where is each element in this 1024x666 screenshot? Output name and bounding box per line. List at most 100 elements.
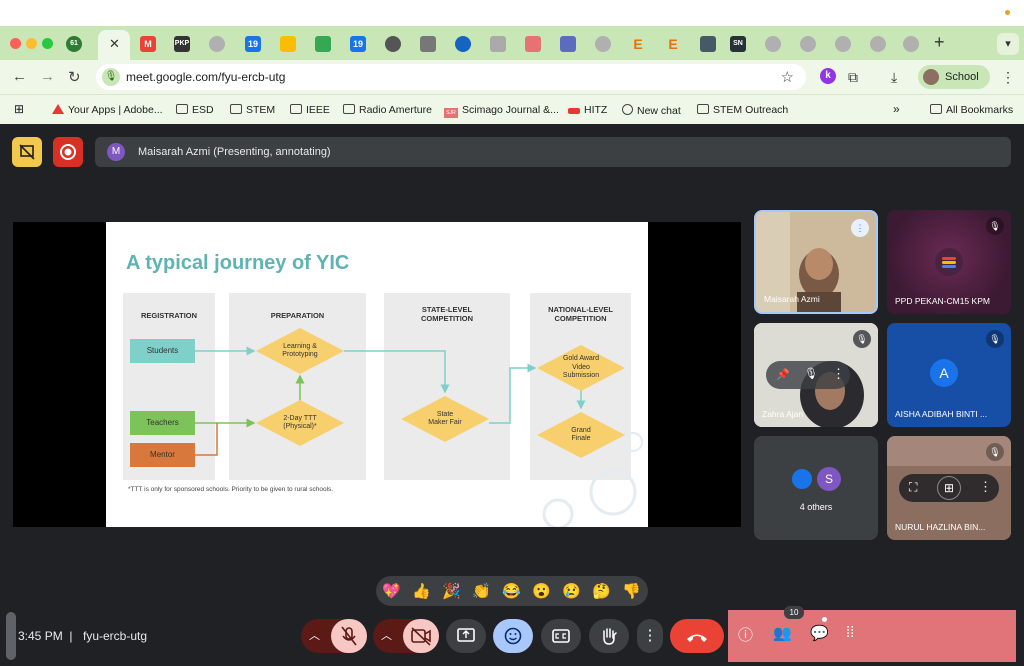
people-icon[interactable]: 👥 xyxy=(773,625,792,642)
browser-menu-icon[interactable]: ⋮ xyxy=(1001,69,1015,85)
participant-tile-ppd[interactable]: 🎙 PPD PEKAN-CM15 KPM xyxy=(887,210,1011,314)
reaction-thumbs-up[interactable]: 👍 xyxy=(412,583,431,600)
tab-globe-icon[interactable] xyxy=(209,36,225,52)
apps-grid-icon[interactable]: ⊞ xyxy=(14,102,25,116)
chat-icon[interactable]: 💬 xyxy=(810,625,829,642)
raise-hand-button[interactable] xyxy=(589,619,629,653)
tab-chatgpt-icon[interactable] xyxy=(385,36,401,52)
address-bar[interactable]: 🎙 meet.google.com/fyu-ercb-utg ☆ xyxy=(96,64,806,90)
reload-icon[interactable]: ↻ xyxy=(68,69,81,86)
tab-etsy-2-icon[interactable]: E xyxy=(668,36,678,52)
bookmarks-overflow-icon[interactable]: » xyxy=(893,102,900,116)
participant-tile-maisarah[interactable]: ⋮ Maisarah Azmi xyxy=(754,210,878,314)
bookmark-newchat[interactable]: New chat xyxy=(622,104,681,117)
tab-calendar-icon[interactable]: 19 xyxy=(245,36,261,52)
recording-button[interactable] xyxy=(53,137,83,167)
activities-grid-icon[interactable]: ⁞⁞ xyxy=(846,624,855,641)
tab-search-chevron-icon[interactable]: ▾ xyxy=(997,33,1019,55)
reactions-button[interactable] xyxy=(493,619,533,653)
bookmark-esd[interactable]: ESD xyxy=(176,104,214,116)
tab-sheets-icon[interactable] xyxy=(280,36,296,52)
tab-pkp-icon[interactable]: PKP xyxy=(174,36,190,52)
tab-hitz-icon[interactable] xyxy=(525,36,541,52)
chatgpt-icon xyxy=(622,104,633,115)
dock-handle[interactable] xyxy=(6,612,16,660)
os-top-strip xyxy=(0,0,1024,26)
extension-k-icon[interactable]: k xyxy=(820,68,836,84)
bookmark-hitz[interactable]: HITZ xyxy=(568,104,607,116)
profile-chip[interactable]: School xyxy=(918,65,990,89)
presentation-slide: A typical journey of YIC REGISTRATION PR… xyxy=(106,222,648,527)
tab-globe-5-icon[interactable] xyxy=(835,36,851,52)
tab-globe-7-icon[interactable] xyxy=(903,36,919,52)
participant-tile-zahra[interactable]: 📌 🎙 ⋮ 🎙 Zahra Ajan xyxy=(754,323,878,427)
pin-icon[interactable]: 📌 xyxy=(776,369,790,381)
mic-off-button[interactable] xyxy=(331,619,367,653)
column-header: REGISTRATION xyxy=(140,311,198,320)
tab-meet-active[interactable]: ✕ xyxy=(98,30,130,60)
more-options-icon[interactable]: ⋮ xyxy=(832,366,845,381)
stop-captions-button[interactable] xyxy=(12,137,42,167)
reaction-surprised[interactable]: 😮 xyxy=(532,583,551,600)
tab-people-icon[interactable] xyxy=(700,36,716,52)
bookmark-adobe[interactable]: Your Apps | Adobe... xyxy=(52,104,163,116)
tab-globe-3-icon[interactable] xyxy=(765,36,781,52)
meeting-info-icon[interactable]: ⓘ xyxy=(738,627,754,644)
url-text[interactable]: meet.google.com/fyu-ercb-utg xyxy=(126,70,286,84)
bookmark-radio[interactable]: Radio Amerture xyxy=(343,104,432,116)
tab-globe-6-icon[interactable] xyxy=(870,36,886,52)
participant-tile-aisha[interactable]: A 🎙 AISHA ADIBAH BINTI ... xyxy=(887,323,1011,427)
extensions-puzzle-icon[interactable]: ⧉ xyxy=(848,69,858,85)
tab-globe-4-icon[interactable] xyxy=(800,36,816,52)
participant-tile-nurul[interactable]: ⛶ ⊞ ⋮ 🎙 NURUL HAZLINA BIN... xyxy=(887,436,1011,540)
reaction-thinking[interactable]: 🤔 xyxy=(592,583,611,600)
camera-off-button[interactable] xyxy=(403,619,439,653)
captions-button[interactable] xyxy=(541,619,581,653)
frame-icon[interactable]: ⛶ xyxy=(909,480,918,494)
add-to-screen-icon[interactable]: ⊞ xyxy=(937,476,961,500)
mute-participant-icon[interactable]: 🎙 xyxy=(804,368,818,380)
close-window-icon[interactable] xyxy=(10,38,21,49)
bookmark-all[interactable]: All Bookmarks xyxy=(930,104,1013,116)
reaction-laugh[interactable]: 😂 xyxy=(502,583,521,600)
bookmark-stem-outreach[interactable]: STEM Outreach xyxy=(697,104,788,116)
tab-doc-icon[interactable] xyxy=(420,36,436,52)
reaction-sad[interactable]: 😢 xyxy=(562,583,581,600)
column-header: PREPARATION xyxy=(270,311,325,320)
tab-sn-icon[interactable]: SN xyxy=(730,36,746,52)
mic-muted-icon: 🎙 xyxy=(853,330,871,348)
bookmark-stem[interactable]: STEM xyxy=(230,104,275,116)
tab-site-icon[interactable] xyxy=(490,36,506,52)
mic-options-chevron-icon[interactable]: ︿ xyxy=(309,630,320,642)
present-button[interactable] xyxy=(446,619,486,653)
bookmark-star-icon[interactable]: ☆ xyxy=(780,69,794,86)
more-options-button[interactable]: ⋮ xyxy=(637,619,663,653)
reaction-heart[interactable]: 💖 xyxy=(382,583,401,600)
leave-call-button[interactable] xyxy=(670,619,724,653)
more-options-icon[interactable]: ⋮ xyxy=(979,479,992,494)
reaction-clap[interactable]: 👏 xyxy=(472,583,491,600)
tab-gmail-icon[interactable]: M xyxy=(140,36,156,52)
tab-calendar-2-icon[interactable]: 19 xyxy=(350,36,366,52)
camera-options-chevron-icon[interactable]: ︿ xyxy=(381,630,392,642)
forward-arrow-icon[interactable]: → xyxy=(40,68,55,85)
back-arrow-icon[interactable]: ← xyxy=(12,68,27,85)
tab-gear-icon[interactable] xyxy=(455,36,471,52)
tab-drive-icon[interactable] xyxy=(315,36,331,52)
zoom-window-icon[interactable] xyxy=(42,38,53,49)
reaction-thumbs-down[interactable]: 👎 xyxy=(622,583,641,600)
downloads-icon[interactable]: ⤓ xyxy=(891,69,898,85)
tab-layers-icon[interactable] xyxy=(560,36,576,52)
bookmark-ieee[interactable]: IEEE xyxy=(290,104,330,116)
tab-whatsapp-icon[interactable]: 61 xyxy=(66,36,82,52)
reaction-party[interactable]: 🎉 xyxy=(442,583,461,600)
minimize-window-icon[interactable] xyxy=(26,38,37,49)
tab-etsy-icon[interactable]: E xyxy=(633,36,643,52)
close-tab-icon[interactable]: ✕ xyxy=(109,36,120,51)
new-tab-plus-icon[interactable]: + xyxy=(934,32,945,52)
mic-permission-icon[interactable]: 🎙 xyxy=(102,68,120,86)
side-controls-panel: ⓘ 👥 💬 ⁞⁞ xyxy=(728,610,1016,662)
participant-tile-others[interactable]: S 4 others xyxy=(754,436,878,540)
tab-globe-2-icon[interactable] xyxy=(595,36,611,52)
